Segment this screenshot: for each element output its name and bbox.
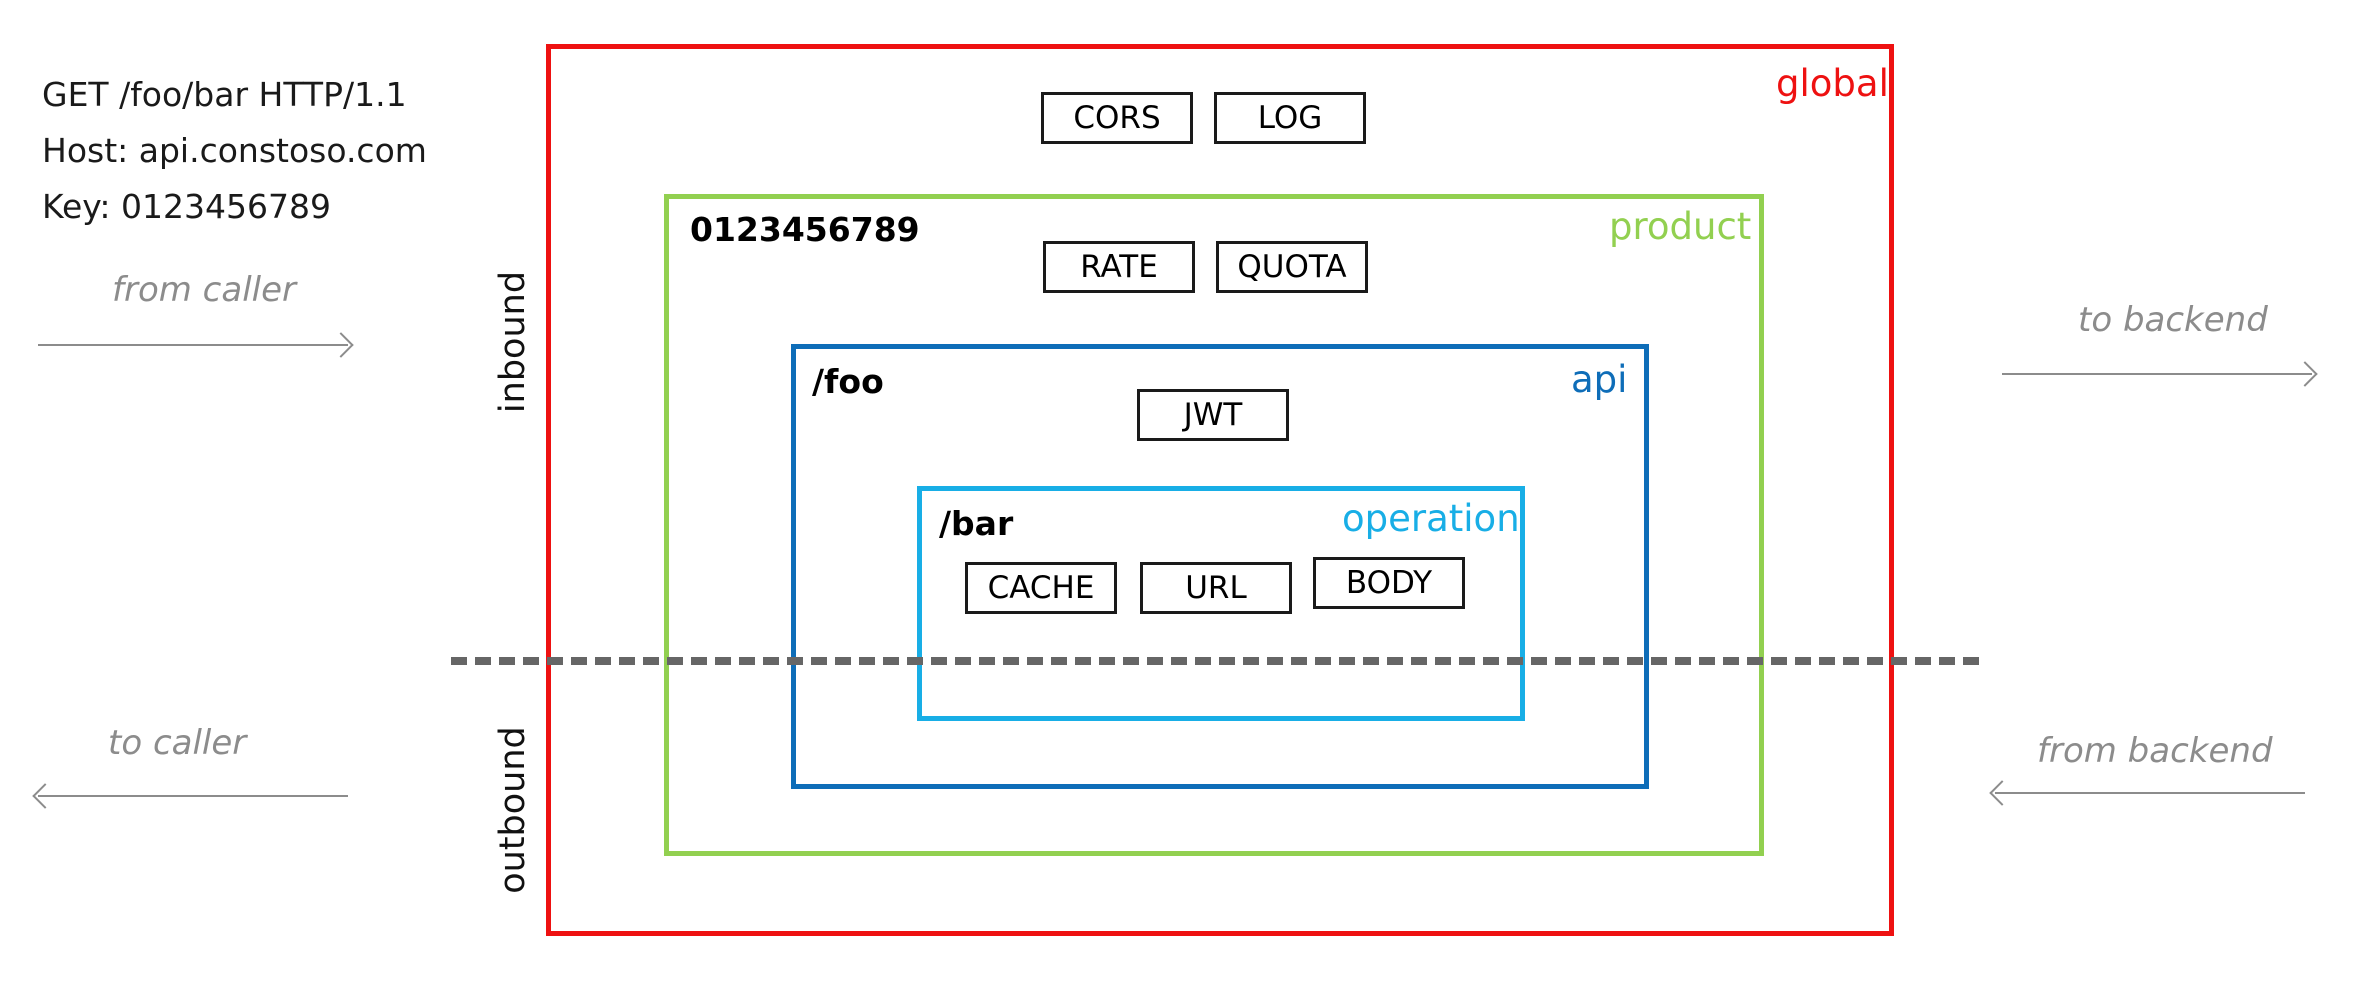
inbound-outbound-divider: [451, 657, 1979, 665]
api-scope-label: api: [1571, 358, 1628, 401]
arrow-left-icon: [38, 795, 348, 797]
product-scope-label: product: [1609, 205, 1752, 248]
request-key: Key: 0123456789: [42, 187, 331, 226]
inbound-label: inbound: [493, 270, 533, 414]
policy-rate[interactable]: RATE: [1043, 241, 1195, 293]
policy-jwt[interactable]: JWT: [1137, 389, 1289, 441]
operation-scope-label: operation: [1342, 497, 1520, 540]
policy-quota[interactable]: QUOTA: [1216, 241, 1368, 293]
policy-log[interactable]: LOG: [1214, 92, 1366, 144]
policy-cors[interactable]: CORS: [1041, 92, 1193, 144]
policy-cache[interactable]: CACHE: [965, 562, 1117, 614]
policy-body[interactable]: BODY: [1313, 557, 1465, 609]
to-backend-label: to backend: [2078, 300, 2268, 340]
api-scope: [791, 344, 1649, 789]
from-backend-label: from backend: [2037, 731, 2273, 771]
product-key: 0123456789: [690, 210, 920, 249]
product-scope: [664, 194, 1764, 856]
global-scope-label: global: [1776, 62, 1889, 105]
arrow-right-icon: [2002, 373, 2312, 375]
arrow-right-icon: [38, 344, 348, 346]
policy-url[interactable]: URL: [1140, 562, 1292, 614]
global-scope: [546, 44, 1894, 936]
to-caller-label: to caller: [108, 723, 247, 763]
outbound-label: outbound: [493, 726, 533, 894]
operation-path: /bar: [939, 504, 1014, 543]
arrow-left-icon: [1995, 792, 2305, 794]
operation-scope: [917, 486, 1525, 721]
from-caller-label: from caller: [112, 270, 296, 310]
request-host: Host: api.constoso.com: [42, 131, 427, 170]
request-line: GET /foo/bar HTTP/1.1: [42, 75, 407, 114]
api-path: /foo: [812, 362, 884, 401]
